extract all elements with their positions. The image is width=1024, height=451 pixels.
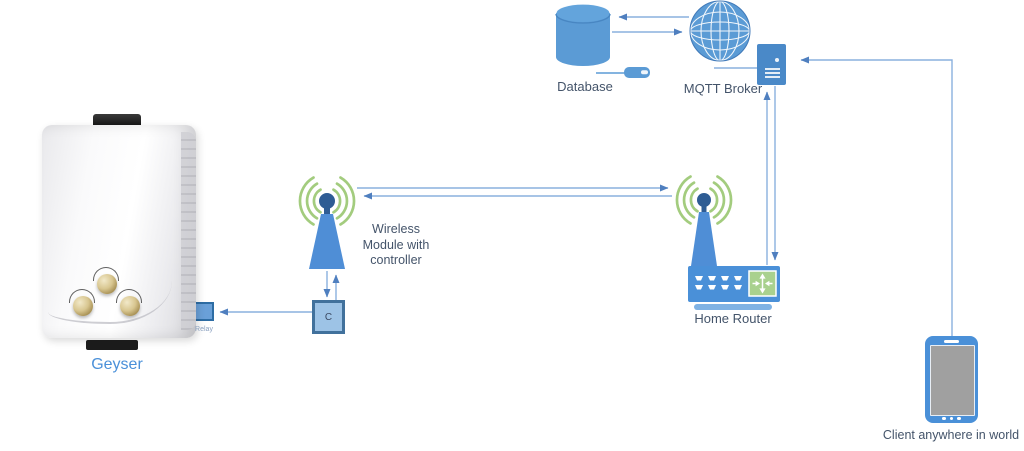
router-led-lights xyxy=(695,276,742,290)
geyser-water-heater-image xyxy=(40,114,198,350)
server-icon xyxy=(757,44,786,85)
database-label: Database xyxy=(557,79,613,94)
internet-globe-icon xyxy=(689,0,751,62)
wifi-arcs-icon xyxy=(298,176,356,226)
edge-client-to-broker xyxy=(800,56,953,337)
client-label: Client anywhere in world xyxy=(882,428,1020,442)
phone-buttons xyxy=(925,416,978,420)
home-router-label: Home Router xyxy=(694,311,772,326)
router-icon xyxy=(675,175,780,310)
geyser-label: Geyser xyxy=(91,356,143,373)
router-crossing-arrows-icon xyxy=(748,270,777,297)
relay-label: Relay xyxy=(195,326,213,333)
geyser-knob-right xyxy=(116,289,142,316)
geyser-knob-top xyxy=(93,267,119,294)
geyser-flue-vent xyxy=(93,114,141,127)
smartphone-icon xyxy=(925,336,978,423)
geyser-knob-left xyxy=(69,289,95,316)
phone-screen xyxy=(930,345,975,416)
geyser-side-vents xyxy=(181,132,196,330)
mqtt-broker-label: MQTT Broker xyxy=(683,81,763,96)
controller-box-label: C xyxy=(324,311,333,323)
wifi-arcs-icon xyxy=(675,175,733,225)
geyser-panel-curve xyxy=(48,276,172,324)
usb-drive-icon xyxy=(596,67,650,78)
phone-speaker xyxy=(944,340,959,343)
geyser-bottom-pipe xyxy=(86,340,138,350)
wireless-module-label: Wireless Module with controller xyxy=(362,222,430,267)
controller-box: C xyxy=(312,300,345,334)
database-icon xyxy=(555,3,611,66)
